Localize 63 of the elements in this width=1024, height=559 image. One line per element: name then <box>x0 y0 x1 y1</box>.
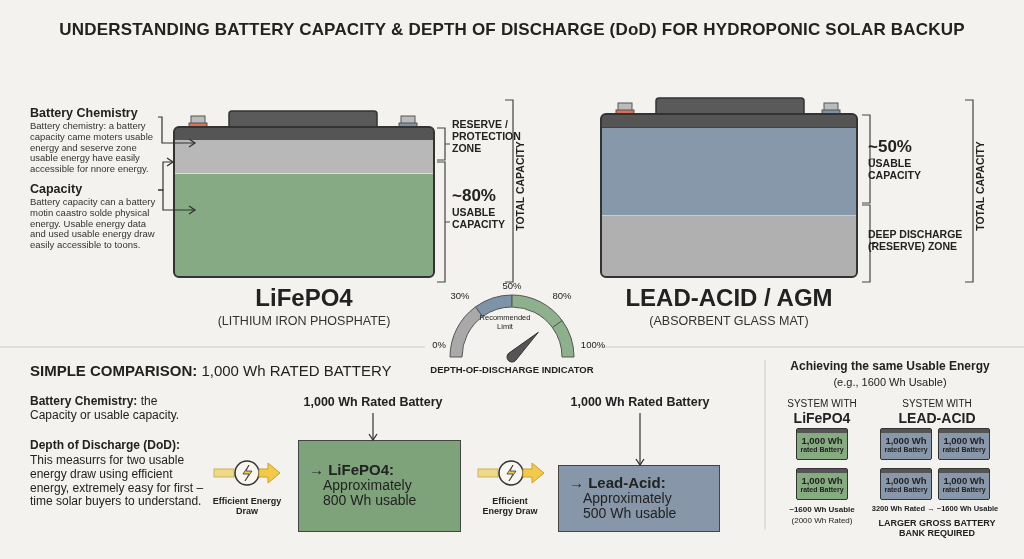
panel-subheading: (e.g., 1600 Wh Usable) <box>832 376 948 389</box>
warning-text: LARGER GROSS BATTERY BANK REQUIRED <box>877 518 997 539</box>
leader-line <box>157 189 196 215</box>
battery-module <box>938 468 990 500</box>
battery-capacity: 1,000 Wh <box>942 436 986 446</box>
battery-capacity: 1,000 Wh <box>884 436 928 446</box>
battery-capacity: 1,000 Wh <box>800 436 844 446</box>
result-value: Approximately 500 Wh usable <box>582 491 678 521</box>
percentage-label: ~80% <box>452 186 497 206</box>
zone-label: DEEP DISCHARGE (RESERVE) ZONE <box>868 228 963 253</box>
result-heading: → Lead-Acid: <box>569 474 667 491</box>
arrow <box>368 412 378 441</box>
section-heading: SIMPLE COMPARISON: 1,000 Wh RATED BATTERY <box>30 362 393 380</box>
column-heading: LiFePO4 <box>792 410 852 427</box>
gauge-tick-label: 30% <box>449 291 471 302</box>
description: Battery chemistry: a battery capacity came moters usable energy and seserve zone usable energy have easily accessible for nnore energy. <box>30 121 155 175</box>
battery-type-subtitle: (LITHIUM IRON PHOSPHATE) <box>216 314 392 328</box>
battery-zone <box>175 140 433 174</box>
title: UNDERSTANDING BATTERY CAPACITY & DEPTH OF DISCHARGE (DoD) FOR HYDROPONIC SOLAR BACKUP <box>58 20 966 40</box>
gauge-tick-label: 50% <box>501 281 523 292</box>
result-caption: (2000 Wh Rated) <box>790 516 854 526</box>
battery-capacity: 1,000 Wh <box>884 476 928 486</box>
battery-module <box>796 428 848 460</box>
gauge-tick-label: 0% <box>431 340 447 351</box>
battery-zone <box>175 174 433 276</box>
result-box <box>558 465 720 532</box>
result-caption: ~1600 Wh Usable <box>788 505 856 515</box>
arrow <box>635 412 645 466</box>
battery-rating-label: 1,000 Wh Rated Battery <box>300 395 446 413</box>
battery-module <box>938 428 990 460</box>
battery-module <box>796 468 848 500</box>
total-capacity-label: TOTAL CAPACITY <box>974 140 986 233</box>
result-value: Approximately 800 Wh usable <box>322 478 418 508</box>
battery-rating-label: 1,000 Wh Rated Battery <box>565 395 715 413</box>
battery-type-subtitle: (ABSORBENT GLASS MAT) <box>648 314 810 328</box>
leader-line <box>157 116 196 148</box>
column-heading: LEAD-ACID <box>897 410 977 427</box>
column-heading: SYSTEM WITH <box>901 398 973 410</box>
result-box <box>298 440 461 532</box>
heading: Capacity <box>30 182 84 196</box>
battery-capacity: 1,000 Wh <box>942 476 986 486</box>
battery-zone <box>602 128 856 216</box>
zone-label: USABLE CAPACITY <box>452 206 506 231</box>
column-heading: SYSTEM WITH <box>786 398 858 410</box>
battery-module <box>880 428 932 460</box>
battery-module <box>880 468 932 500</box>
heading: Battery Chemistry <box>30 106 139 120</box>
gauge-tick-label: 100% <box>579 340 607 351</box>
battery-capacity: 1,000 Wh <box>800 476 844 486</box>
icon-caption: Efficient Energy Draw <box>212 496 282 517</box>
note-text: Battery Chemistry: the Capacity or usable capacity. <box>30 395 181 423</box>
battery-zone <box>602 216 856 276</box>
zone-label: USABLE CAPACITY <box>868 157 922 182</box>
note-heading: Depth of Discharge (DoD): <box>30 439 181 453</box>
result-heading: → LiFePO4: <box>309 461 395 478</box>
note-text: This measurrs for two usable energy draw using efficient energy, extremely easy for first – time solar buyers to understand. <box>30 454 205 510</box>
description: Battery capacity can a battery motin caastro solde physical energy. Usable energy data and used usable energy draw easily accessible to toons. <box>30 197 157 251</box>
icon-caption: Efficient Energy Draw <box>481 496 539 517</box>
percentage-label: ~50% <box>868 137 913 157</box>
battery-type-heading: LEAD-ACID / AGM <box>624 284 834 312</box>
gauge-tick-label: 80% <box>551 291 573 302</box>
panel-heading: Achieving the same Usable Energy <box>789 360 991 374</box>
gauge-caption: DEPTH-OF-DISCHARGE INDICATOR <box>430 365 594 376</box>
